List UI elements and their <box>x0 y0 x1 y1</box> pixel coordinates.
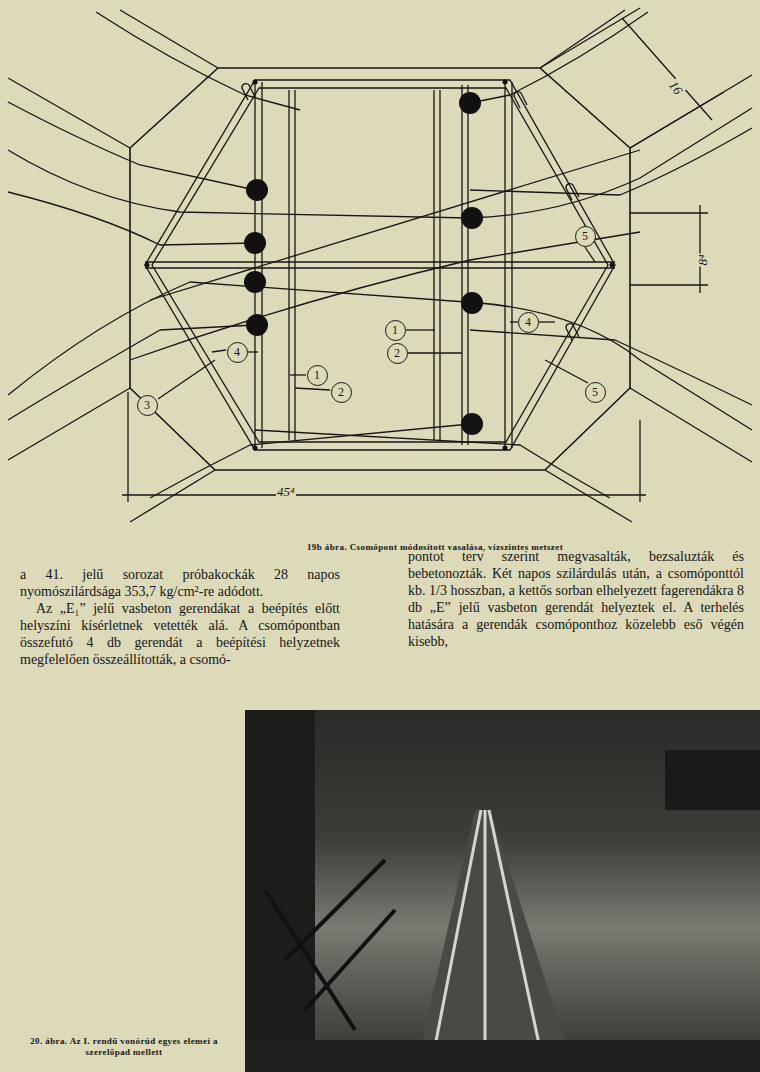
callout-circle: 2 <box>387 343 408 364</box>
callout-circle: 1 <box>385 320 406 341</box>
callout-number: 2 <box>338 386 344 398</box>
callout-circle: 2 <box>331 382 352 403</box>
body-text: a 41. jelű sorozat próbakockák 28 napos … <box>20 566 340 600</box>
dimension: 45⁴ <box>276 484 296 500</box>
callout-number: 2 <box>394 347 400 359</box>
callout-circle: 5 <box>575 226 596 247</box>
callout-circle: 4 <box>518 312 539 333</box>
callout-circle: 5 <box>585 382 606 403</box>
body-text: pontot terv szerint megvasalták, bezsalu… <box>408 548 744 650</box>
dimension: 16 <box>665 77 687 98</box>
dimension: 8⁴ <box>695 253 711 266</box>
body-text: Az „E₁” jelű vasbeton gerendákat a beépí… <box>20 600 340 668</box>
callout-number: 3 <box>144 399 150 411</box>
callout-number: 5 <box>592 386 598 398</box>
callout-number: 4 <box>525 316 531 328</box>
callout-number: 1 <box>392 324 398 336</box>
callout-number: 1 <box>314 369 320 381</box>
callout-number: 5 <box>582 230 588 242</box>
callout-number: 4 <box>234 346 240 358</box>
callout-circle: 3 <box>137 395 158 416</box>
node-drawing <box>0 0 760 530</box>
photograph <box>245 710 760 1072</box>
callout-circle: 4 <box>227 342 248 363</box>
figure-caption: 20. ábra. Az I. rendű vonórúd egyes elem… <box>14 1036 234 1058</box>
callout-circle: 1 <box>307 365 328 386</box>
